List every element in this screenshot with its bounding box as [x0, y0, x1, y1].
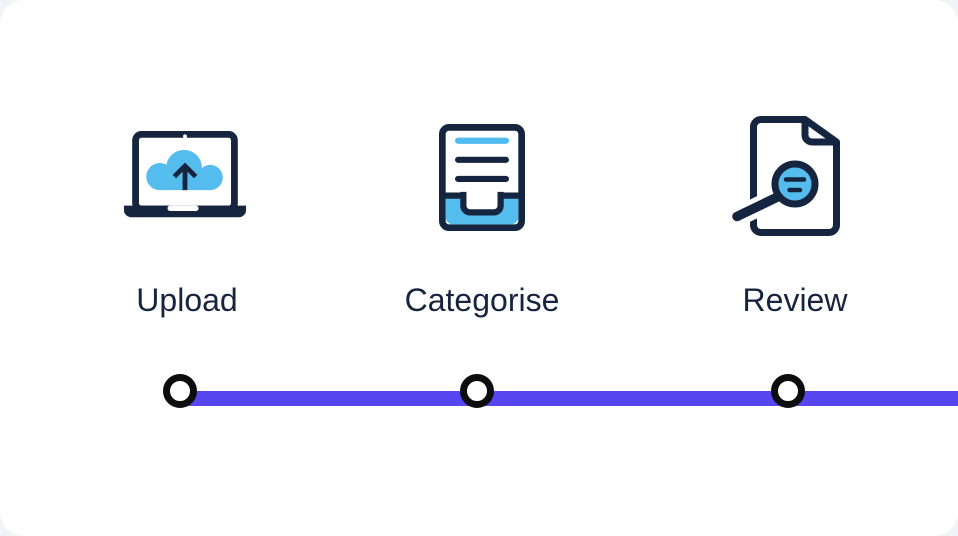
- lens-text-lines: [783, 177, 807, 193]
- document-magnifier-svg: [727, 116, 840, 236]
- timeline-node-review: [771, 374, 805, 408]
- timeline-node-categorise: [460, 374, 494, 408]
- tray-slot: [460, 191, 504, 216]
- laptop-camera-dot: [183, 134, 187, 139]
- step-label-categorise: Categorise: [404, 282, 560, 318]
- timeline-node-upload: [163, 374, 197, 408]
- document-inbox-icon: [439, 124, 525, 232]
- document-magnifier-icon: [727, 116, 840, 240]
- document-fold-corner: [801, 119, 837, 146]
- document-text-lines: [455, 156, 509, 183]
- step-label-review: Review: [742, 282, 848, 318]
- magnifier-lens: [771, 160, 819, 208]
- laptop-base-notch: [167, 205, 199, 211]
- laptop-cloud-upload-icon: [122, 131, 248, 218]
- laptop-cloud-upload-svg: [123, 131, 247, 218]
- laptop-base: [123, 205, 247, 218]
- step-label-upload: Upload: [136, 282, 238, 318]
- magnifier-handle: [732, 191, 784, 222]
- timeline-line: [187, 391, 958, 406]
- upload-arrow: [172, 162, 198, 191]
- document-inbox-svg: [439, 124, 525, 232]
